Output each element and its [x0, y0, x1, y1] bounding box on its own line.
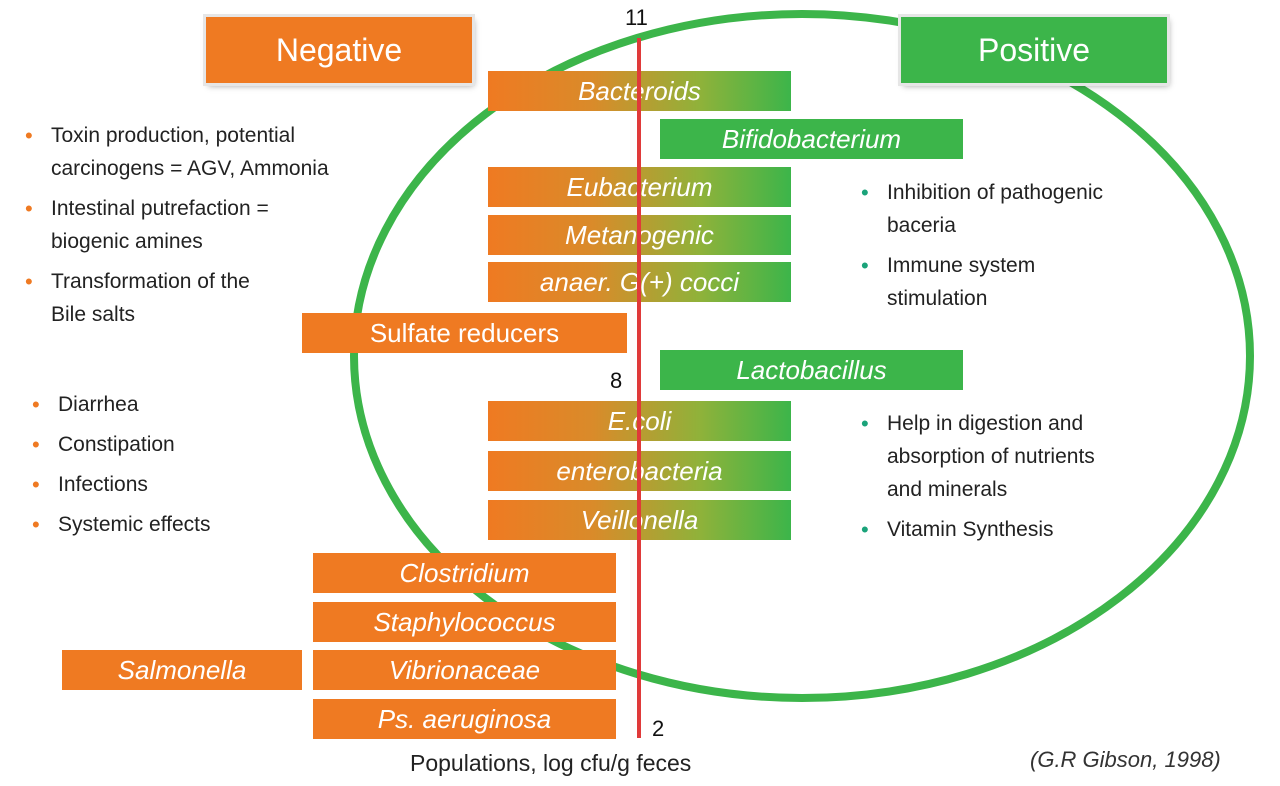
negative-header: Negative [206, 17, 472, 83]
bar-lactobacillus: Lactobacillus [660, 350, 963, 390]
bar-vibrionaceae: Vibrionaceae [313, 650, 616, 690]
list-item: Constipation [32, 425, 211, 465]
tick-label-middle: 8 [610, 368, 623, 393]
list-item: Infections [32, 465, 211, 505]
negative-symptoms-list: Diarrhea Constipation Infections Systemi… [32, 385, 211, 545]
positive-header: Positive [901, 17, 1167, 83]
bar-ps-aeruginosa: Ps. aeruginosa [313, 699, 616, 739]
citation: (G.R Gibson, 1998) [1030, 747, 1221, 772]
tick-label-top: 11 [625, 5, 648, 30]
tick-label-bottom: 2 [652, 716, 665, 741]
list-item: Intestinal putrefaction =biogenic amines [25, 192, 329, 258]
list-item: Diarrhea [32, 385, 211, 425]
bar-staphylococcus: Staphylococcus [313, 602, 616, 642]
bar-sulfate-reducers: Sulfate reducers [302, 313, 627, 353]
axis-label: Populations, log cfu/g feces [410, 750, 692, 776]
population-axis-line [637, 38, 641, 738]
bar-clostridium: Clostridium [313, 553, 616, 593]
list-item: Vitamin Synthesis [861, 513, 1095, 546]
list-item: Systemic effects [32, 505, 211, 545]
bar-bifidobacterium: Bifidobacterium [660, 119, 963, 159]
bar-salmonella: Salmonella [62, 650, 302, 690]
